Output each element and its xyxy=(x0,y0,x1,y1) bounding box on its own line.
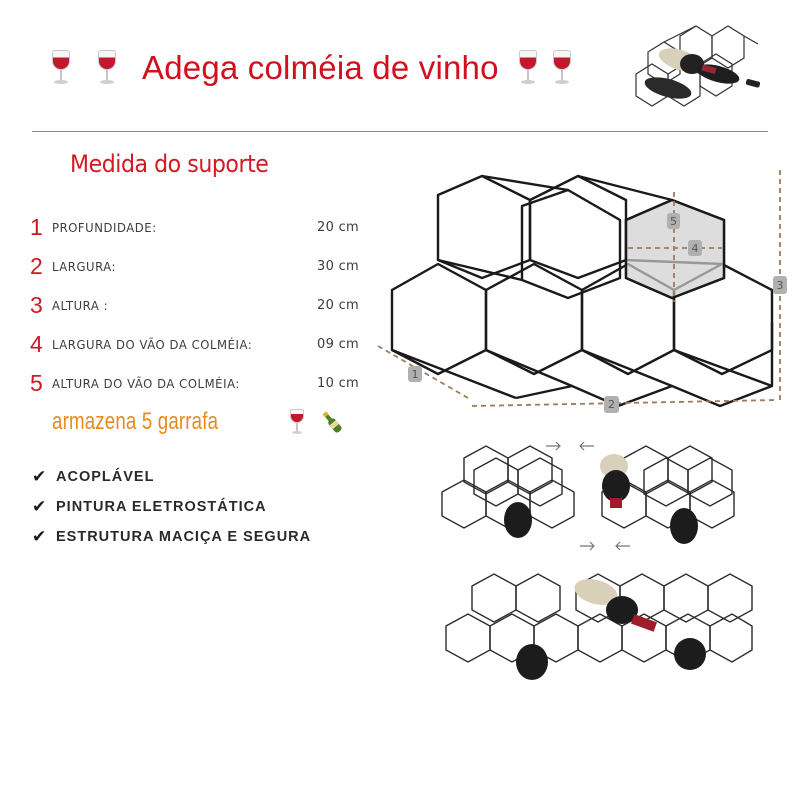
svg-text:4: 4 xyxy=(692,242,699,255)
check-icon: ✔ xyxy=(32,527,47,547)
spec-number: 1 xyxy=(30,214,43,240)
header-divider xyxy=(32,131,768,132)
spec-label: LARGURA: xyxy=(52,259,117,274)
spec-value: 20 cm xyxy=(317,220,359,235)
check-icon: ✔ xyxy=(32,497,47,517)
svg-text:3: 3 xyxy=(777,279,784,292)
wine-glass-icon xyxy=(517,50,539,86)
header: Adega colméia de vinho xyxy=(0,0,800,130)
capacity-text: armazena 5 garrafa xyxy=(52,408,219,435)
specs-title: Medida do suporte xyxy=(70,150,269,178)
spec-value: 30 cm xyxy=(317,259,359,274)
spec-label: ALTURA : xyxy=(52,298,109,313)
spec-number: 3 xyxy=(30,292,43,318)
stacking-example-image xyxy=(441,441,735,551)
dimension-diagram: 5 4 3 1 2 xyxy=(377,170,787,413)
wine-glass-icon xyxy=(289,409,305,435)
feature-label: ESTRUTURA MACIÇA E SEGURA xyxy=(56,529,312,545)
joined-rack-image xyxy=(445,573,753,680)
champagne-bottle-icon xyxy=(322,411,342,433)
wine-glass-icon xyxy=(50,50,72,86)
spec-row: 1 PROFUNDIDADE: 20 cm xyxy=(30,208,365,247)
spec-label: LARGURA DO VÃO DA COLMÉIA: xyxy=(52,337,253,352)
spec-number: 4 xyxy=(30,331,43,357)
feature-item: ✔ ESTRUTURA MACIÇA E SEGURA xyxy=(32,522,311,552)
wine-glass-icon xyxy=(551,50,573,86)
spec-value: 20 cm xyxy=(317,298,359,313)
spec-label: ALTURA DO VÃO DA COLMÉIA: xyxy=(52,376,240,391)
spec-number: 5 xyxy=(30,370,43,396)
spec-row: 5 ALTURA DO VÃO DA COLMÉIA: 10 cm xyxy=(30,364,365,403)
spec-row: 3 ALTURA : 20 cm xyxy=(30,286,365,325)
spec-label: PROFUNDIDADE: xyxy=(52,220,157,235)
capacity-line: armazena 5 garrafa xyxy=(52,408,345,436)
spec-row: 2 LARGURA: 30 cm xyxy=(30,247,365,286)
check-icon: ✔ xyxy=(32,467,47,487)
svg-text:5: 5 xyxy=(670,215,677,228)
title-row: Adega colméia de vinho xyxy=(50,44,585,92)
feature-item: ✔ PINTURA ELETROSTÁTICA xyxy=(32,492,311,522)
page-title: Adega colméia de vinho xyxy=(142,49,499,86)
features-list: ✔ ACOPLÁVEL ✔ PINTURA ELETROSTÁTICA ✔ ES… xyxy=(32,462,311,552)
spec-value: 09 cm xyxy=(317,337,359,352)
spec-row: 4 LARGURA DO VÃO DA COLMÉIA: 09 cm xyxy=(30,325,365,364)
feature-item: ✔ ACOPLÁVEL xyxy=(32,462,311,492)
spec-number: 2 xyxy=(30,253,43,279)
wine-rack-thumbnail xyxy=(635,25,761,107)
feature-label: ACOPLÁVEL xyxy=(56,469,155,485)
specs-list: 1 PROFUNDIDADE: 20 cm 2 LARGURA: 30 cm 3… xyxy=(30,208,365,403)
wine-glass-icon xyxy=(96,50,118,86)
svg-text:2: 2 xyxy=(608,398,615,411)
spec-value: 10 cm xyxy=(317,376,359,391)
svg-text:1: 1 xyxy=(412,368,419,381)
feature-label: PINTURA ELETROSTÁTICA xyxy=(56,499,267,515)
